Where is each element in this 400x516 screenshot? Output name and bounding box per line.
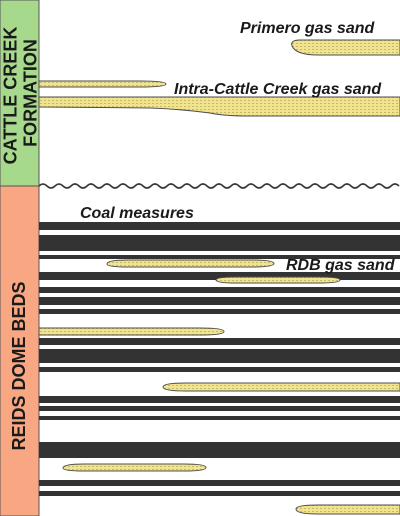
rdb-sand-lenses	[38, 259, 400, 515]
rdb-sand-lens	[62, 463, 207, 472]
coal-seam	[39, 396, 400, 403]
rdb-sand-lens	[106, 259, 275, 268]
intra-cattle-creek-sand-lens-lower	[38, 96, 400, 117]
coal-seam	[39, 272, 400, 280]
intra-cattle-creek-sand-lens-upper	[38, 80, 167, 88]
coal-seam	[39, 416, 400, 420]
rdb-gas-sand-label: RDB gas sand	[286, 257, 396, 274]
cattle-creek-label: CATTLE CREEK FORMATION	[1, 22, 41, 165]
reids-dome-label: REIDS DOME BEDS	[9, 281, 29, 450]
cattle-creek-label-line1: CATTLE CREEK	[1, 27, 21, 165]
coal-seam	[39, 309, 400, 314]
rdb-sand-lens	[38, 327, 225, 336]
coal-seam	[39, 338, 400, 345]
coal-seam	[39, 442, 400, 458]
coal-seam	[39, 255, 400, 259]
unconformity-line	[38, 183, 400, 189]
coal-seam	[39, 406, 400, 411]
coal-measures-label: Coal measures	[80, 205, 194, 222]
primero-gas-sand-label: Primero gas sand	[240, 20, 376, 37]
intra-cattle-creek-gas-sand-label: Intra-Cattle Creek gas sand	[174, 81, 382, 98]
coal-seams	[39, 222, 400, 496]
coal-seam	[39, 297, 400, 305]
primero-sand-lens	[291, 39, 400, 56]
cattle-creek-label-line2: FORMATION	[21, 39, 41, 147]
rdb-sand-lens	[162, 382, 400, 392]
coal-seam	[39, 349, 400, 363]
reids-dome-unit-box	[0, 185, 40, 516]
cattle-creek-unit-box	[0, 0, 40, 187]
rdb-sand-lens	[215, 276, 341, 284]
coal-seam	[39, 480, 400, 486]
coal-seam	[39, 287, 400, 293]
coal-seam	[39, 235, 400, 251]
coal-seam	[39, 491, 400, 496]
coal-seam	[39, 367, 400, 372]
coal-seam	[39, 222, 400, 230]
rdb-sand-lens	[295, 504, 400, 515]
